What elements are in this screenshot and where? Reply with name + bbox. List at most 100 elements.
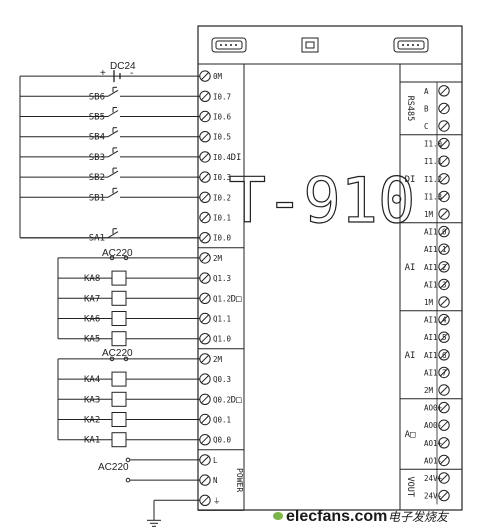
right-terminal: 2M (424, 384, 450, 396)
screw-terminal-icon (438, 208, 450, 220)
right-terminal: AI1.1 (424, 243, 450, 255)
left-terminal: Q0.3 (199, 373, 231, 385)
screw-terminal-icon (438, 472, 450, 484)
left-terminal-label: I0.3 (213, 173, 231, 182)
left-terminal-block: 0MI0.7I0.6I0.5I0.4I0.3I0.2I0.1I0.02MQ1.3… (198, 70, 244, 511)
relay-coil-ka1: KA1 (58, 432, 200, 448)
left-terminal-label: I0.0 (213, 234, 232, 243)
screw-terminal-icon (438, 401, 450, 414)
right-terminal-label: B (424, 104, 429, 113)
right-terminal-label: AI1.7 (424, 368, 447, 377)
right-group-label: VOUT (405, 477, 415, 497)
right-terminal: A (424, 85, 450, 97)
right-terminal-label: A (424, 87, 429, 96)
left-terminal: ⏚ (199, 494, 221, 506)
dc-plus-label: + (100, 68, 106, 79)
right-group-label: AI (405, 351, 416, 361)
right-group-label: RS485 (405, 96, 415, 122)
right-terminal: AO0- (424, 419, 450, 431)
right-terminal: AI1.3 (424, 278, 450, 291)
right-terminal-label: AI1.6 (424, 351, 447, 360)
device-outline (197, 25, 463, 511)
right-terminal: AI1.7 (424, 366, 450, 379)
screw-terminal-icon (438, 366, 450, 379)
right-terminal-label: 24V+ (424, 474, 443, 483)
left-terminal: L (199, 454, 218, 466)
left-terminal: I0.1 (199, 211, 231, 224)
right-terminal-block: ABCI1.0I1.1I1.2I1.31MAI1.0AI1.1AI1.2AI1.… (400, 81, 462, 505)
central-panel (243, 63, 401, 511)
left-group-label: D□ (231, 395, 242, 405)
screw-terminal-icon (438, 419, 450, 431)
switch-label: SB2 (89, 173, 105, 183)
right-terminal: I1.0 (424, 137, 450, 150)
left-terminal-label: N (213, 476, 218, 485)
right-terminal: AI1.6 (424, 349, 450, 361)
switch-sb3: SB3 (20, 147, 200, 163)
screw-terminal-icon (438, 225, 450, 238)
relay-coil-ka7: KA7 (58, 290, 200, 306)
right-terminal: I1.2 (424, 173, 450, 185)
right-terminal-label: AO1- (424, 456, 442, 465)
right-terminal: AI1.0 (424, 225, 450, 238)
dc-minus-label: - (130, 68, 133, 79)
screw-terminal-icon (438, 137, 450, 150)
left-terminal: I0.6 (199, 110, 232, 123)
coil-icon (111, 290, 127, 306)
screw-terminal-icon (438, 173, 450, 185)
left-terminal: N (199, 474, 218, 486)
coil-icon (111, 270, 127, 286)
screw-terminal-icon (438, 155, 450, 167)
relay-coil-ka8: KA8 (58, 270, 200, 286)
left-terminal: I0.2 (199, 191, 231, 204)
switch-label: SA1 (89, 234, 105, 244)
right-terminal: AI1.2 (424, 261, 450, 273)
ac-power-label: AC220 (98, 462, 129, 473)
screw-terminal-icon (438, 102, 450, 115)
screw-terminal-icon (438, 120, 450, 132)
left-terminal: 0M (199, 70, 223, 82)
screw-terminal-icon (199, 211, 211, 224)
left-terminal-label: Q0.1 (213, 416, 231, 425)
left-terminal-label: Q0.2 (213, 395, 231, 404)
left-terminal-label: L (213, 456, 218, 465)
screw-terminal-icon (438, 331, 450, 343)
right-terminal-label: I1.1 (424, 157, 442, 166)
left-terminal: I0.5 (199, 131, 231, 143)
external-wiring: SB6SB5SB4SB3SB2SB1SA1KA8KA7KA6KA5KA4KA3K… (19, 70, 200, 527)
right-terminal: AI1.5 (424, 331, 450, 343)
right-terminal-label: AO0- (424, 421, 442, 430)
switch-label: SB3 (89, 153, 105, 163)
left-terminal: I0.0 (199, 232, 232, 244)
relay-coil-ka6: KA6 (58, 311, 200, 326)
left-terminal-label: I0.7 (213, 92, 231, 101)
relay-label: KA4 (84, 375, 100, 385)
right-terminal-label: AI1.3 (424, 280, 447, 289)
ac-supply-label-1: AC220 (102, 248, 133, 259)
left-terminal-label: Q0.3 (213, 375, 231, 384)
screw-terminal-icon (438, 384, 450, 396)
coil-icon (111, 371, 127, 387)
coil-icon (111, 331, 127, 347)
relay-label: KA5 (84, 335, 100, 345)
db9-connector-right-icon (393, 37, 429, 53)
screw-terminal-icon (438, 243, 450, 255)
left-terminal-label: I0.4 (213, 153, 232, 162)
left-terminal: Q0.1 (199, 413, 231, 426)
switch-sb5: SB5 (20, 107, 200, 123)
switch-sb1: SB1 (20, 187, 200, 203)
right-terminal-label: AO0+ (424, 404, 443, 413)
left-terminal: Q1.2 (199, 292, 231, 304)
model-name: T-910 (229, 164, 416, 237)
screw-terminal-icon (438, 296, 450, 308)
right-terminal-label: AI1.1 (424, 245, 447, 254)
right-terminal: I1.1 (424, 155, 450, 167)
coil-icon (111, 432, 127, 448)
screw-terminal-icon (438, 261, 450, 273)
right-terminal: AO0+ (424, 401, 450, 414)
right-terminal: AI1.4 (424, 313, 450, 326)
relay-label: KA2 (84, 416, 100, 426)
switch-label: SB4 (89, 133, 105, 143)
relay-label: KA8 (84, 274, 100, 284)
switch-sb2: SB2 (20, 167, 200, 183)
